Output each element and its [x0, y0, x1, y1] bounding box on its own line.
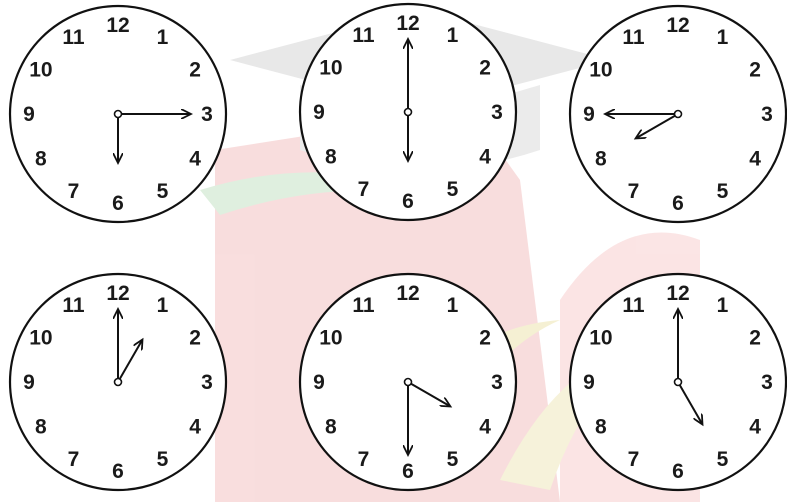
clock-numeral-6: 6 [672, 192, 684, 215]
clock-numeral-10: 10 [319, 57, 342, 80]
clock-numeral-12: 12 [666, 282, 689, 305]
clock-numeral-1: 1 [157, 294, 169, 317]
clock-numeral-6: 6 [112, 192, 124, 215]
clock-numeral-8: 8 [35, 416, 47, 439]
clock-numeral-2: 2 [189, 59, 201, 82]
clock-numeral-8: 8 [325, 146, 337, 169]
clock-center-pivot [115, 111, 122, 118]
clock-numeral-12: 12 [396, 12, 419, 35]
clock-numeral-7: 7 [628, 180, 640, 203]
clock-numeral-4: 4 [749, 416, 761, 439]
clock-numeral-2: 2 [189, 327, 201, 350]
clock-numeral-7: 7 [358, 178, 370, 201]
clock-numeral-3: 3 [201, 371, 213, 394]
clock-numeral-7: 7 [358, 448, 370, 471]
clock-numeral-9: 9 [313, 101, 325, 124]
clock-numeral-8: 8 [35, 148, 47, 171]
clock-numeral-4: 4 [749, 148, 761, 171]
clock-center-pivot [405, 379, 412, 386]
clock-numeral-3: 3 [491, 101, 503, 124]
clock-numeral-2: 2 [749, 59, 761, 82]
clock-numeral-3: 3 [201, 103, 213, 126]
clock-numeral-10: 10 [29, 327, 52, 350]
clock-numeral-2: 2 [479, 327, 491, 350]
clock-numeral-5: 5 [447, 448, 459, 471]
clock-numeral-9: 9 [313, 371, 325, 394]
clock-numeral-6: 6 [402, 190, 414, 213]
clock-numeral-4: 4 [189, 416, 201, 439]
clock-center-pivot [115, 379, 122, 386]
clock-center-pivot [675, 111, 682, 118]
clock-numeral-1: 1 [717, 26, 729, 49]
clock-numeral-9: 9 [23, 371, 35, 394]
clock-numeral-5: 5 [157, 180, 169, 203]
clock-numeral-10: 10 [589, 327, 612, 350]
clock-numeral-9: 9 [583, 371, 595, 394]
clock-numeral-11: 11 [352, 24, 375, 47]
clock-numeral-3: 3 [761, 371, 773, 394]
clock-numeral-11: 11 [622, 294, 645, 317]
clock-numeral-9: 9 [23, 103, 35, 126]
clock-numeral-12: 12 [106, 282, 129, 305]
clock-numeral-6: 6 [672, 460, 684, 483]
clock-numeral-10: 10 [29, 59, 52, 82]
clock-numeral-11: 11 [62, 26, 85, 49]
clock-numeral-8: 8 [595, 148, 607, 171]
clock-numeral-5: 5 [447, 178, 459, 201]
clock-center-pivot [405, 109, 412, 116]
clock-numeral-1: 1 [157, 26, 169, 49]
clock-center-pivot [675, 379, 682, 386]
clock-numeral-1: 1 [447, 294, 459, 317]
clock-numeral-11: 11 [62, 294, 85, 317]
clock-numeral-8: 8 [595, 416, 607, 439]
clock-numeral-5: 5 [157, 448, 169, 471]
clock-numeral-7: 7 [68, 448, 80, 471]
clock-numeral-2: 2 [479, 57, 491, 80]
clock-numeral-4: 4 [479, 146, 491, 169]
clock-numeral-11: 11 [352, 294, 375, 317]
clock-numeral-4: 4 [479, 416, 491, 439]
clock-numeral-1: 1 [447, 24, 459, 47]
clock-numeral-3: 3 [491, 371, 503, 394]
clock-numeral-4: 4 [189, 148, 201, 171]
clock-numeral-8: 8 [325, 416, 337, 439]
clock-numeral-7: 7 [68, 180, 80, 203]
clock-numeral-12: 12 [666, 14, 689, 37]
clock-numeral-5: 5 [717, 180, 729, 203]
clock-numeral-3: 3 [761, 103, 773, 126]
clock-numeral-12: 12 [106, 14, 129, 37]
clock-numeral-10: 10 [589, 59, 612, 82]
clock-numeral-7: 7 [628, 448, 640, 471]
clock-numeral-5: 5 [717, 448, 729, 471]
clock-numeral-11: 11 [622, 26, 645, 49]
clock-numeral-9: 9 [583, 103, 595, 126]
clock-numeral-6: 6 [112, 460, 124, 483]
clock-numeral-1: 1 [717, 294, 729, 317]
clock-numeral-10: 10 [319, 327, 342, 350]
clock-numeral-12: 12 [396, 282, 419, 305]
clock-numeral-6: 6 [402, 460, 414, 483]
clock-numeral-2: 2 [749, 327, 761, 350]
